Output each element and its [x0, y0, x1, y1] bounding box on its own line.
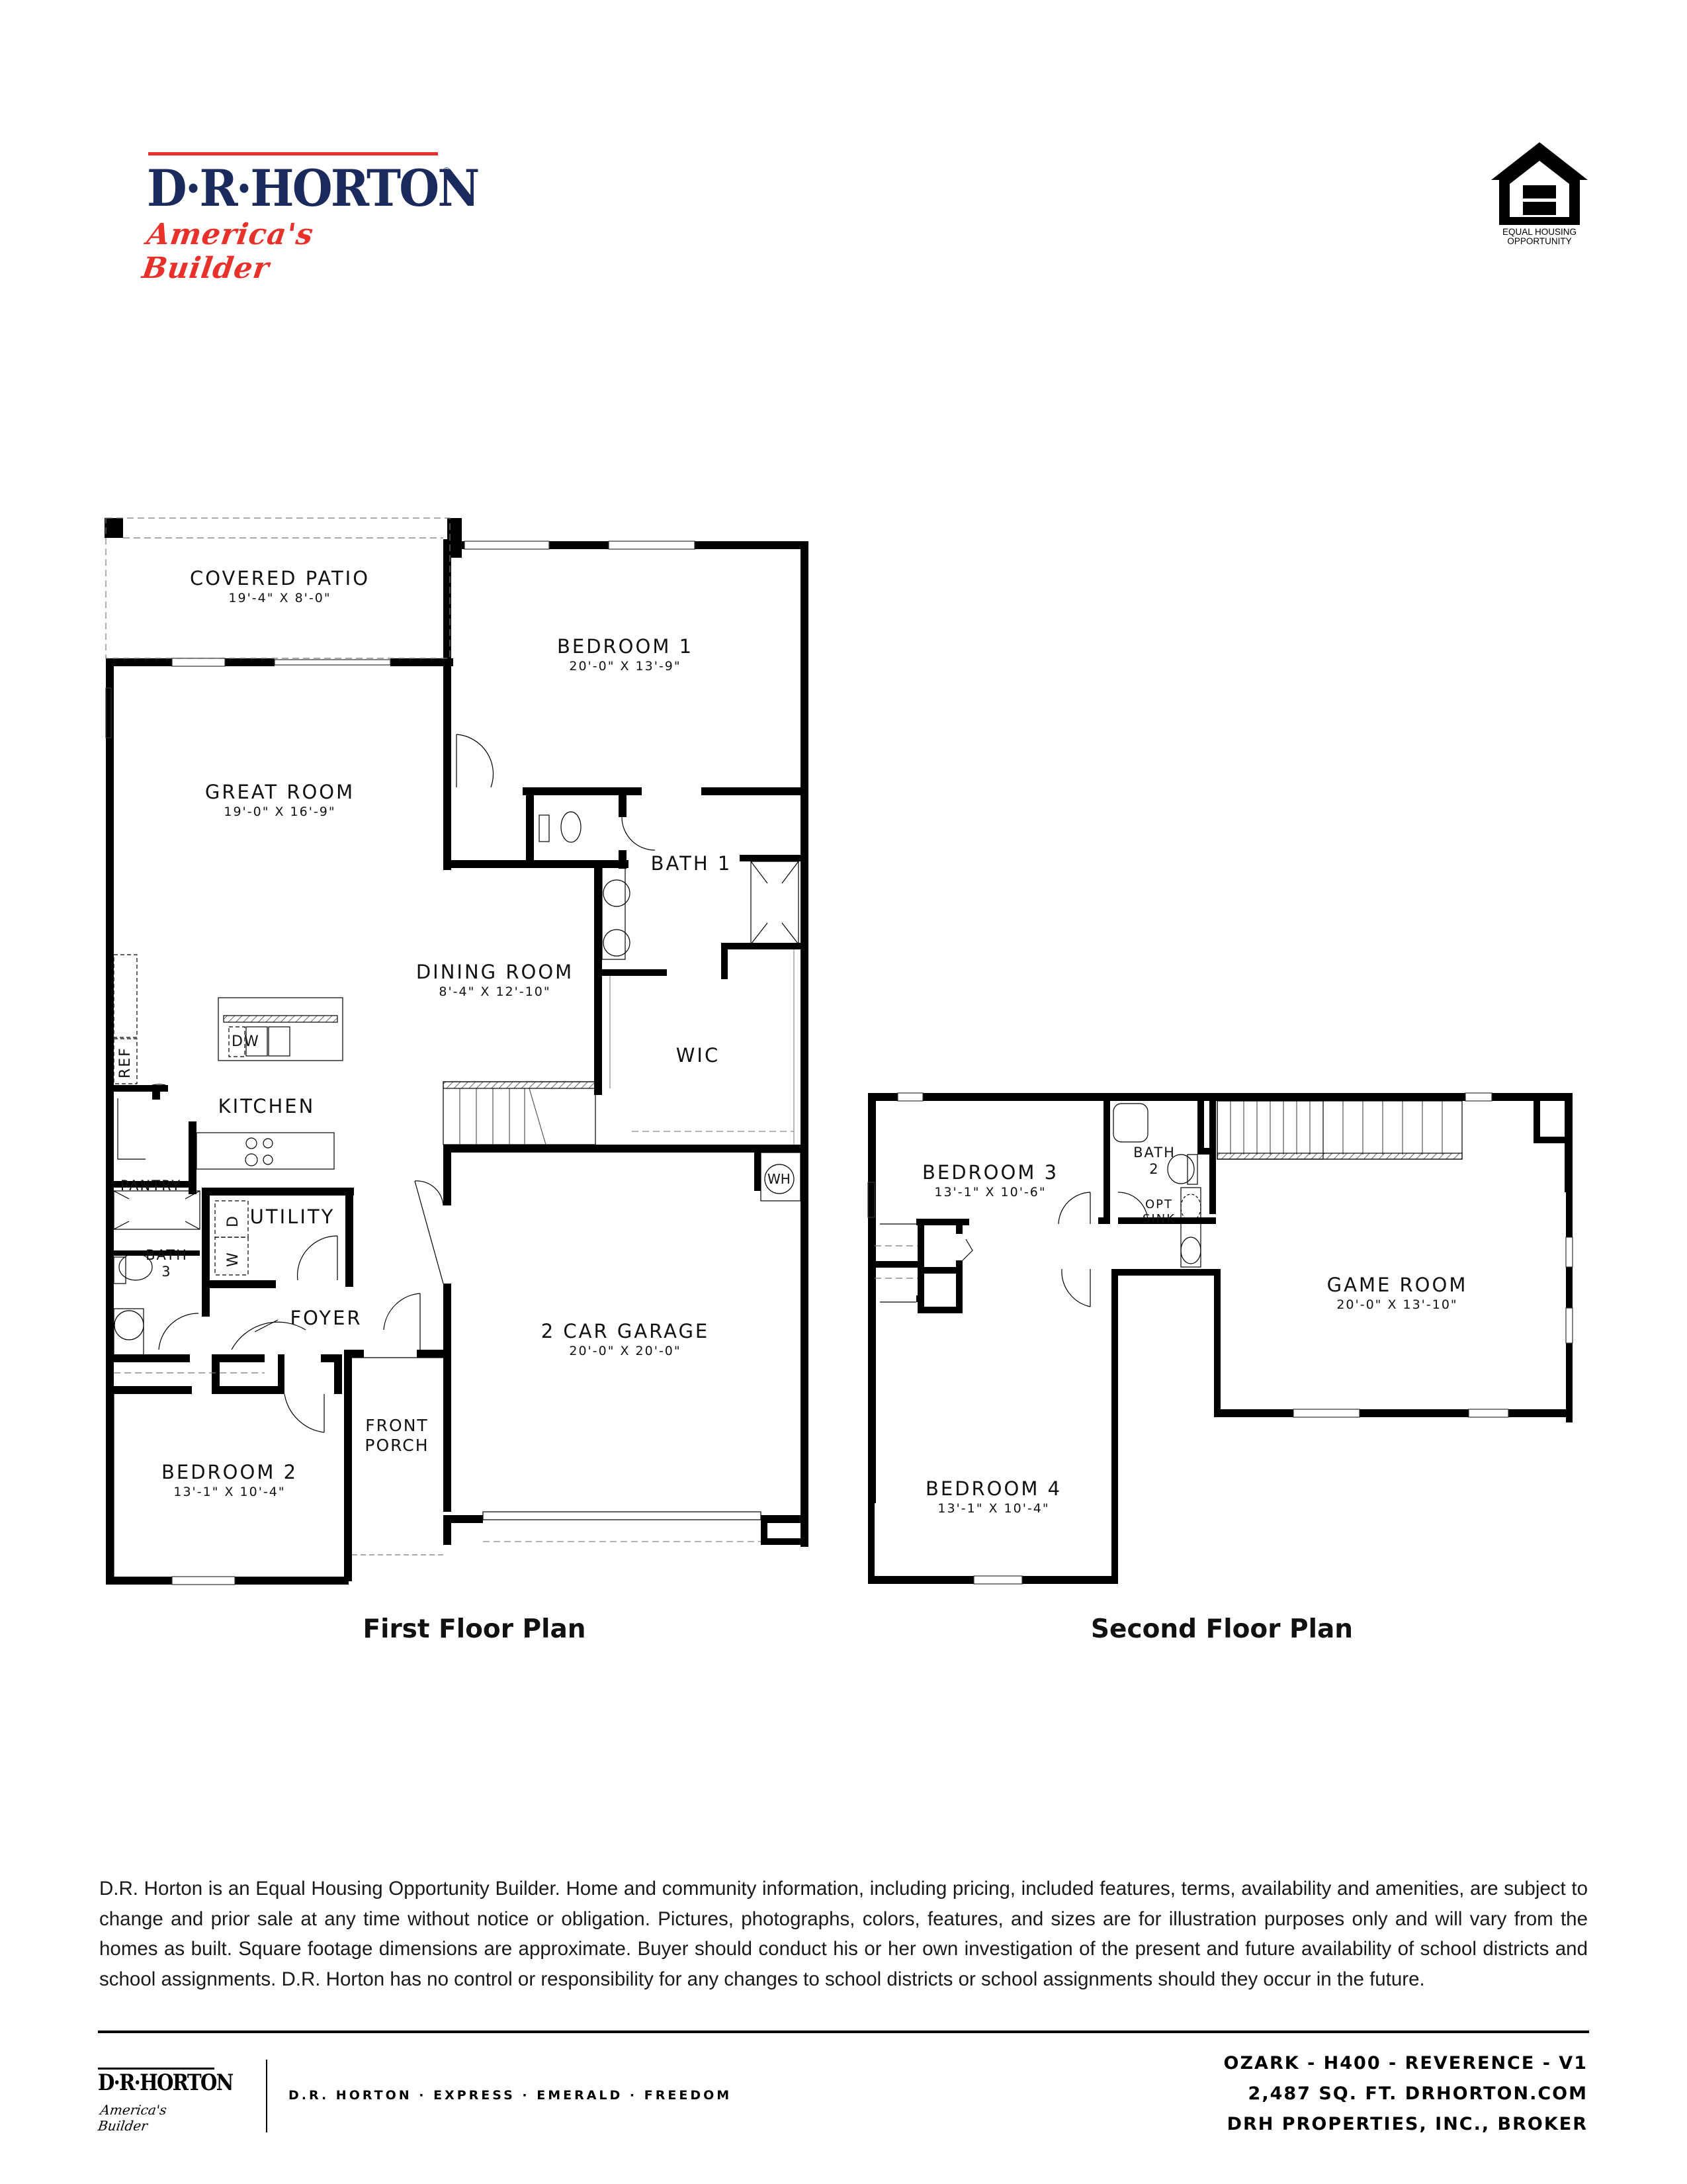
footer-logo-wordmark: D·R·HORTON: [98, 2070, 234, 2096]
fixture-refrigerator: REF: [117, 1047, 134, 1078]
equal-housing-house-icon: [1491, 142, 1588, 225]
footer-drhorton-logo: D·R·HORTON America's Builder: [97, 2068, 234, 2134]
fixture-water-heater: WH: [767, 1171, 791, 1187]
room-dining-room: DINING ROOM 8'-4" X 12'-10": [415, 961, 574, 999]
first-floor-title: First Floor Plan: [363, 1614, 586, 1644]
registered-mark: ®: [442, 166, 451, 177]
plan-sqft-website: 2,487 SQ. FT. DRHORTON.COM: [1248, 2083, 1588, 2104]
logo-red-rule: [148, 152, 438, 155]
room-bedroom-4: BEDROOM 4 13'-1" X 10'-4": [925, 1477, 1062, 1516]
footer-divider: [98, 2031, 1589, 2033]
label-opt-sink: OPT SINK: [1142, 1198, 1176, 1226]
second-floor-title: Second Floor Plan: [1090, 1614, 1354, 1644]
footer-vertical-divider: [266, 2060, 267, 2132]
footer-plan-info: OZARK - H400 - REVERENCE - V1 2,487 SQ. …: [1224, 2048, 1588, 2140]
room-front-porch: FRONT PORCH: [365, 1416, 429, 1455]
fixture-dishwasher: DW: [232, 1033, 260, 1050]
room-bath-3: BATH 3: [146, 1247, 188, 1280]
room-2-car-garage: 2 CAR GARAGE 20'-0" X 20'-0": [541, 1320, 710, 1358]
room-bedroom-3: BEDROOM 3 13'-1" X 10'-6": [922, 1161, 1059, 1200]
footer-brand-list: D.R. HORTON · EXPRESS · EMERALD · FREEDO…: [288, 2088, 732, 2103]
room-utility: UTILITY: [249, 1205, 335, 1228]
room-pantry: PANTRY: [120, 1178, 182, 1194]
plan-name: OZARK - H400 - REVERENCE - V1: [1223, 2053, 1588, 2074]
drhorton-logo: D·R·HORTON ® America's Builder: [140, 149, 480, 285]
logo-tagline: America's Builder: [140, 218, 316, 285]
room-bedroom-2: BEDROOM 2 13'-1" X 10'-4": [161, 1461, 298, 1499]
room-kitchen: KITCHEN: [218, 1095, 316, 1117]
legal-disclaimer: D.R. Horton is an Equal Housing Opportun…: [99, 1878, 1588, 1990]
room-game-room: GAME ROOM 20'-0" X 13'-10": [1326, 1274, 1468, 1312]
broker-line: DRH PROPERTIES, INC., BROKER: [1227, 2114, 1588, 2134]
room-bath-2: BATH 2: [1133, 1145, 1176, 1177]
room-bath-1: BATH 1: [650, 852, 732, 875]
equal-housing-logo: EQUAL HOUSING OPPORTUNITY: [1490, 139, 1589, 251]
footer-logo-rule: [98, 2068, 214, 2070]
room-wic: WIC: [675, 1044, 720, 1067]
equal-housing-text: EQUAL HOUSING OPPORTUNITY: [1502, 227, 1577, 246]
room-covered-patio: COVERED PATIO 19'-4" X 8'-0": [189, 567, 370, 605]
fixture-washer: W: [225, 1251, 241, 1267]
fixture-dryer: D: [225, 1215, 241, 1227]
footer-logo-tagline: America's Builder: [97, 2102, 168, 2134]
logo-wordmark: D·R·HORTON: [147, 159, 480, 218]
room-bedroom-1: BEDROOM 1 20'-0" X 13'-9": [556, 635, 694, 674]
room-great-room: GREAT ROOM 19'-0" X 16'-9": [204, 781, 355, 819]
room-foyer: FOYER: [290, 1307, 363, 1329]
